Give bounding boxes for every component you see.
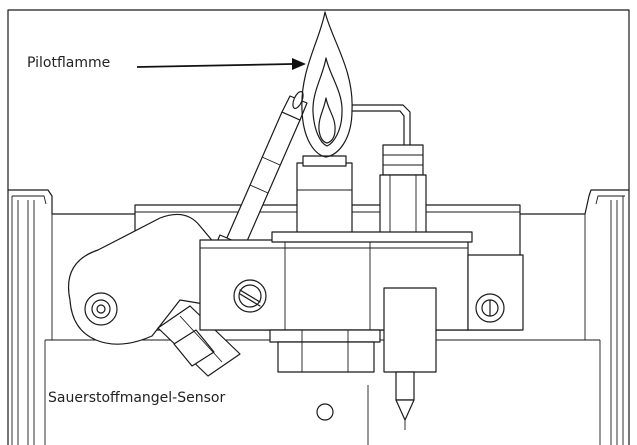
pivot-arm <box>68 213 232 345</box>
oxygen-sensor-callout: Sauerstoffmangel-Sensor <box>48 390 225 406</box>
pilot-flame-label: Pilotflamme <box>27 55 110 71</box>
pilot-flame-shape <box>301 11 353 158</box>
pilot-flame-arrow-head <box>292 58 306 70</box>
pilot-flame-callout: Pilotflamme <box>27 55 306 71</box>
ignition-electrode <box>351 104 427 234</box>
right-screw <box>475 293 505 323</box>
lower-fittings <box>269 287 437 430</box>
gas-injector <box>157 305 241 377</box>
pilot-flame-arrow-line <box>136 63 293 68</box>
pilot-burner-head <box>296 155 353 242</box>
oxygen-sensor-element <box>316 385 369 445</box>
assembly-screw <box>233 279 267 313</box>
oxygen-sensor-label: Sauerstoffmangel-Sensor <box>48 390 225 406</box>
